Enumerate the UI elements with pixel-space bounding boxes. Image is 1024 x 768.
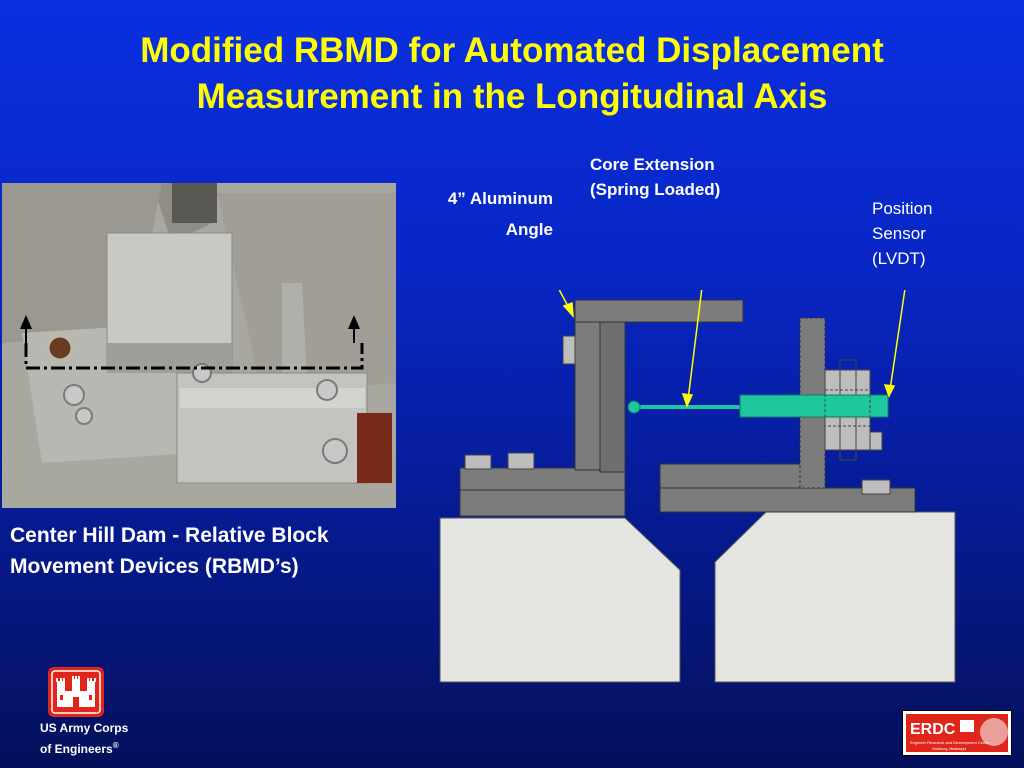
photo-caption: Center Hill Dam - Relative Block Movemen… [10, 520, 410, 582]
nut-right-1 [861, 479, 891, 495]
arrow-aluminum [558, 290, 571, 311]
arrow-sensor [889, 290, 906, 391]
erdc-logo-subtitle: Engineer Research and Development Center [910, 740, 990, 745]
nut-left-1 [464, 454, 492, 470]
usace-castle-logo [48, 667, 104, 717]
left-angle-inner [599, 321, 626, 473]
slide-title: Modified RBMD for Automated Displacement… [0, 28, 1024, 120]
erdc-logo-text: ERDC [910, 721, 956, 738]
rbmd-photo-illustration [2, 183, 396, 508]
concrete-block-right [714, 511, 956, 683]
left-angle-horizontal [574, 299, 744, 323]
nut-right-2 [869, 431, 883, 451]
left-base-plate-lower [459, 489, 626, 517]
rbmd-photo [2, 183, 396, 508]
left-base-plate-upper [459, 467, 626, 491]
bracket-front [824, 389, 871, 427]
erdc-logo-place: Vicksburg, Mississippi [932, 747, 966, 751]
position-sensor-label: Position Sensor (LVDT) [872, 199, 933, 268]
caption-line-2: Movement Devices (RBMD’s) [10, 555, 299, 578]
nut-left-3 [562, 335, 576, 365]
concrete-block-left [439, 517, 681, 683]
caption-line-1: Center Hill Dam - Relative Block [10, 524, 329, 547]
erdc-logo: ERDC Engineer Research and Development C… [902, 710, 1012, 756]
lvdt-sensor-body [739, 394, 889, 418]
nut-left-2 [507, 452, 535, 470]
core-tip [627, 400, 641, 414]
core-extension-label: Core Extension (Spring Loaded) [590, 155, 721, 199]
arrows [558, 290, 906, 409]
organization-name: US Army Corps of Engineers® [40, 721, 129, 756]
arrow-core [687, 290, 703, 401]
aluminum-angle-label: 4” Aluminum Angle [447, 189, 553, 239]
rbmd-diagram [439, 290, 956, 683]
title-line-2: Measurement in the Longitudinal Axis [196, 77, 828, 116]
title-line-1: Modified RBMD for Automated Displacement [140, 31, 884, 70]
